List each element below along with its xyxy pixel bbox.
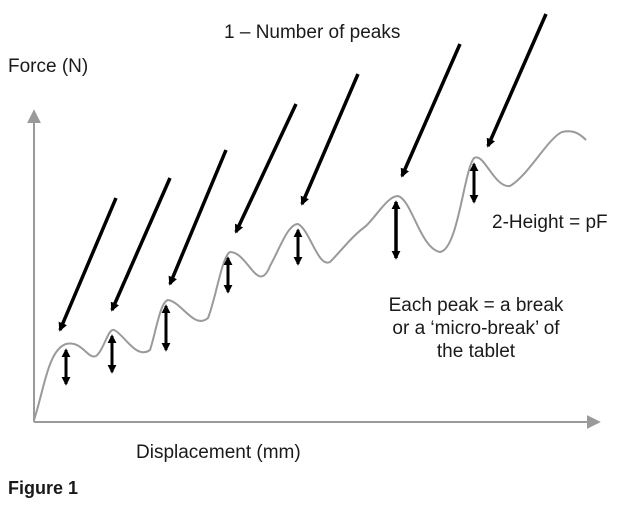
peak-pointer-arrow — [300, 73, 360, 206]
note-line: or a ‘micro-break’ of — [392, 318, 560, 339]
note-line: the tablet — [436, 341, 516, 362]
figure-caption: Figure 1 — [8, 478, 79, 498]
peak-pointer-arrow — [58, 197, 118, 332]
height-annotation: 2-Height = pF — [492, 212, 608, 233]
note-line: Each peak = a break — [388, 295, 564, 316]
peak-pointer-arrow — [486, 13, 548, 148]
peak-pointer-arrow — [234, 103, 298, 234]
peak-explanation-note: Each peak = a break or a ‘micro-break’ o… — [386, 294, 566, 363]
peak-pointer-arrow — [168, 149, 228, 286]
force-curve — [33, 130, 587, 421]
peak-pointer-arrow — [110, 177, 172, 312]
peaks-annotation: 1 – Number of peaks — [224, 22, 401, 43]
x-axis-label: Displacement (mm) — [136, 442, 301, 463]
peak-pointer-arrow — [400, 43, 462, 178]
y-axis-label: Force (N) — [8, 56, 89, 77]
